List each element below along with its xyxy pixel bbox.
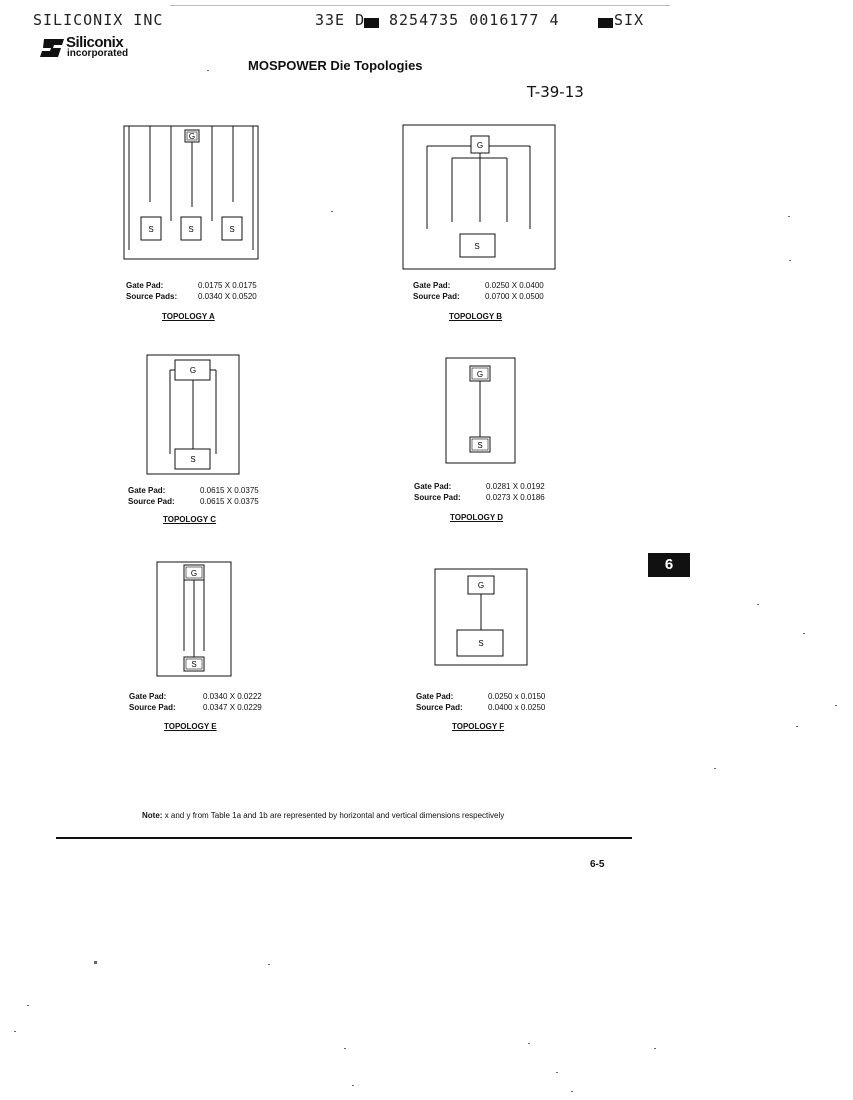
source-pad: [469, 436, 491, 453]
svg-text:G: G: [190, 366, 196, 375]
scan-speck: [571, 1091, 573, 1092]
source-pad: [174, 448, 211, 470]
scan-speck: [352, 1085, 354, 1086]
note-label: Note:: [142, 811, 163, 820]
source-pad: [183, 656, 205, 672]
footer-rule: [56, 837, 632, 839]
reference-code: T-39-13: [527, 83, 584, 101]
source-pad: [180, 216, 202, 241]
topology-f-specs: Gate Pad:0.0250 x 0.0150 Source Pad:0.04…: [416, 692, 546, 712]
topology-f-label: TOPOLOGY F: [452, 722, 505, 731]
topology-e-specs: Gate Pad:0.0340 X 0.0222 Source Pad:0.03…: [129, 692, 262, 712]
logo-name: Siliconix: [66, 34, 124, 51]
scan-speck: [789, 260, 791, 261]
topology-f-diagram: G S: [434, 568, 528, 666]
scan-speck: [331, 211, 333, 212]
scan-speck: [788, 216, 790, 217]
svg-text:G: G: [478, 581, 484, 590]
svg-text:S: S: [148, 225, 153, 234]
svg-text:S: S: [188, 225, 193, 234]
code-prefix: 33E D: [315, 11, 366, 29]
source-pad: [140, 216, 162, 241]
topology-e-label: TOPOLOGY E: [164, 722, 217, 731]
source-pad: [221, 216, 243, 241]
svg-text:S: S: [229, 225, 234, 234]
company-header: SILICONIX INC: [33, 11, 164, 29]
scan-speck: [757, 604, 759, 605]
page-title: MOSPOWER Die Topologies: [248, 58, 423, 73]
scan-speck: [714, 768, 716, 769]
topology-c-label: TOPOLOGY C: [163, 515, 217, 524]
topology-c-diagram: G S: [146, 354, 240, 475]
scan-speck: [556, 1072, 558, 1073]
bar-mark-2: [598, 14, 613, 32]
svg-text:G: G: [477, 141, 483, 150]
scan-speck: [835, 705, 837, 706]
scan-speck: [207, 70, 209, 71]
scan-speck: [803, 633, 805, 634]
source-pad: [456, 629, 504, 657]
topology-d-specs: Gate Pad:0.0281 X 0.0192 Source Pad:0.02…: [414, 482, 545, 502]
topology-d-diagram: G S: [445, 357, 516, 464]
code-number: 8254735 0016177 4: [389, 11, 560, 29]
svg-text:G: G: [477, 370, 483, 379]
scan-top-line: [170, 5, 670, 6]
scan-speck: [268, 964, 270, 965]
svg-text:S: S: [191, 660, 196, 669]
scan-speck: [796, 726, 798, 727]
topology-a-label: TOPOLOGY A: [162, 312, 215, 321]
footnote: Note: x and y from Table 1a and 1b are r…: [142, 811, 504, 820]
code-suffix: SIX: [614, 11, 645, 29]
svg-text:S: S: [477, 441, 482, 450]
topology-b-specs: Gate Pad:0.0250 X 0.0400 Source Pad:0.07…: [413, 281, 544, 301]
topology-c-specs: Gate Pad:0.0615 X 0.0375 Source Pad:0.06…: [128, 486, 259, 506]
topology-e-diagram: G S: [156, 561, 232, 677]
gate-letter: G: [189, 132, 195, 141]
source-pad: [459, 233, 496, 258]
scan-speck: [14, 1031, 16, 1032]
note-text: x and y from Table 1a and 1b are represe…: [164, 811, 505, 820]
topology-a-specs: Gate Pad:0.0175 X 0.0175 Source Pads:0.0…: [126, 281, 257, 301]
topology-b-label: TOPOLOGY B: [449, 312, 503, 321]
scan-speck: [654, 1048, 656, 1049]
section-tab: 6: [648, 553, 690, 577]
svg-text:S: S: [190, 455, 195, 464]
gate-pad: [184, 129, 200, 143]
bar-mark-1: [364, 14, 379, 32]
scan-speck: [528, 1043, 530, 1044]
scan-speck: [94, 961, 97, 964]
scan-speck: [27, 1005, 29, 1006]
svg-text:S: S: [478, 639, 483, 648]
logo-subtitle: incorporated: [67, 48, 129, 59]
siliconix-logo-icon: [40, 39, 64, 57]
topology-d-label: TOPOLOGY D: [450, 513, 504, 522]
svg-text:S: S: [474, 242, 479, 251]
topology-a-diagram: G S S S: [123, 125, 259, 260]
svg-text:G: G: [191, 569, 197, 578]
page-number: 6-5: [590, 859, 605, 870]
topology-b-diagram: G S: [402, 124, 556, 270]
scan-speck: [344, 1048, 346, 1049]
